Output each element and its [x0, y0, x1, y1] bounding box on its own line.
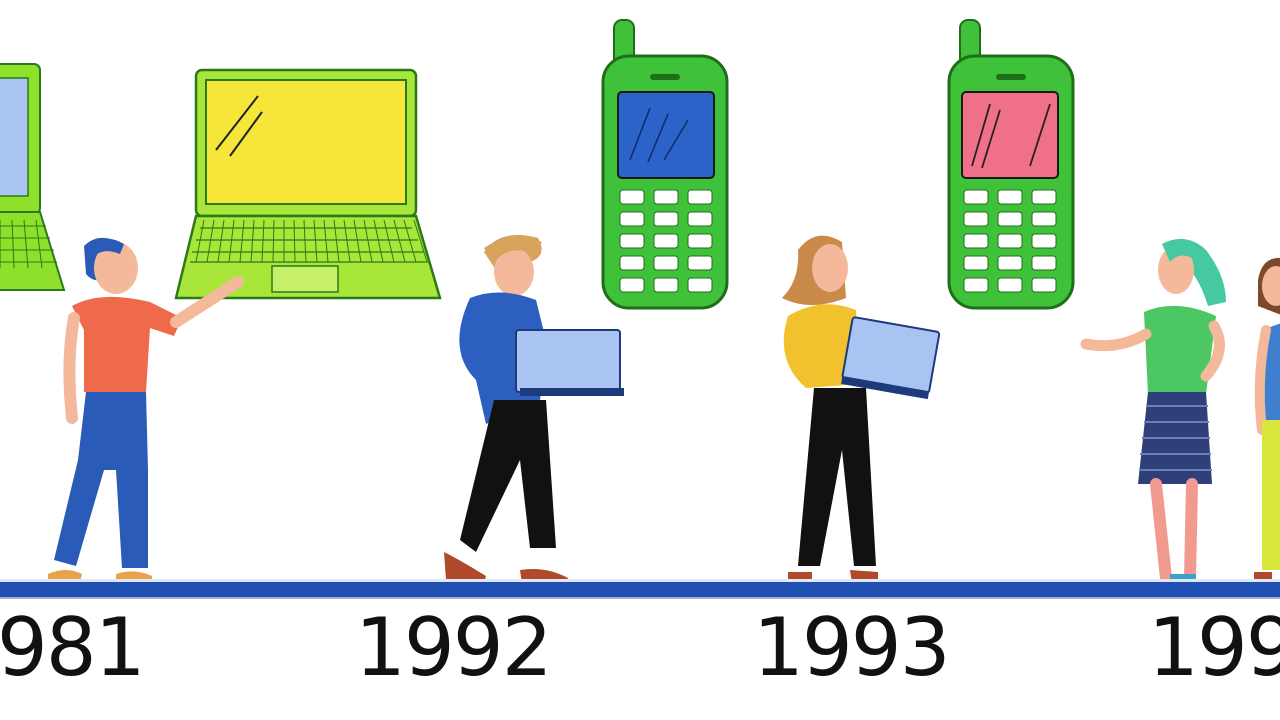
phone-key [963, 189, 989, 205]
phone-key [1031, 255, 1057, 271]
timeline-line [0, 581, 1280, 597]
phone-key [687, 277, 713, 293]
phone-key [1031, 211, 1057, 227]
phone-key [653, 233, 679, 249]
phone-key [653, 189, 679, 205]
phone-key [963, 233, 989, 249]
phone-key [997, 189, 1023, 205]
phone-key [997, 255, 1023, 271]
phone-key [687, 255, 713, 271]
phone-key [653, 255, 679, 271]
phone-key [653, 277, 679, 293]
phone-key [997, 211, 1023, 227]
phone-key [619, 277, 645, 293]
phone-key [619, 211, 645, 227]
phone-key [1031, 233, 1057, 249]
phone-key [619, 233, 645, 249]
year-label-1981: 1981 [0, 601, 146, 694]
mobile-phone-icon [947, 19, 1075, 310]
phone-key [687, 189, 713, 205]
phone-key [687, 233, 713, 249]
mobile-phone-icon [601, 19, 729, 310]
phone-key [963, 277, 989, 293]
phone-key [963, 211, 989, 227]
phone-key [963, 255, 989, 271]
year-label-199x: 199 [1148, 601, 1280, 694]
phone-key [1031, 189, 1057, 205]
laptop-icon [0, 63, 66, 291]
phone-key [997, 233, 1023, 249]
phone-key [619, 189, 645, 205]
person-standing-icon [1254, 257, 1280, 584]
phone-key [1031, 277, 1057, 293]
person-carrying-laptop-icon [782, 235, 941, 584]
person-gesturing-icon [1080, 238, 1226, 584]
year-label-1993: 1993 [753, 601, 951, 694]
laptop-icon [174, 68, 442, 300]
phone-key [997, 277, 1023, 293]
phone-key [653, 211, 679, 227]
phone-key [619, 255, 645, 271]
person-pointing-icon [48, 237, 244, 582]
person-carrying-laptop-icon [444, 235, 624, 584]
phone-key [687, 211, 713, 227]
year-label-1992: 1992 [355, 601, 553, 694]
